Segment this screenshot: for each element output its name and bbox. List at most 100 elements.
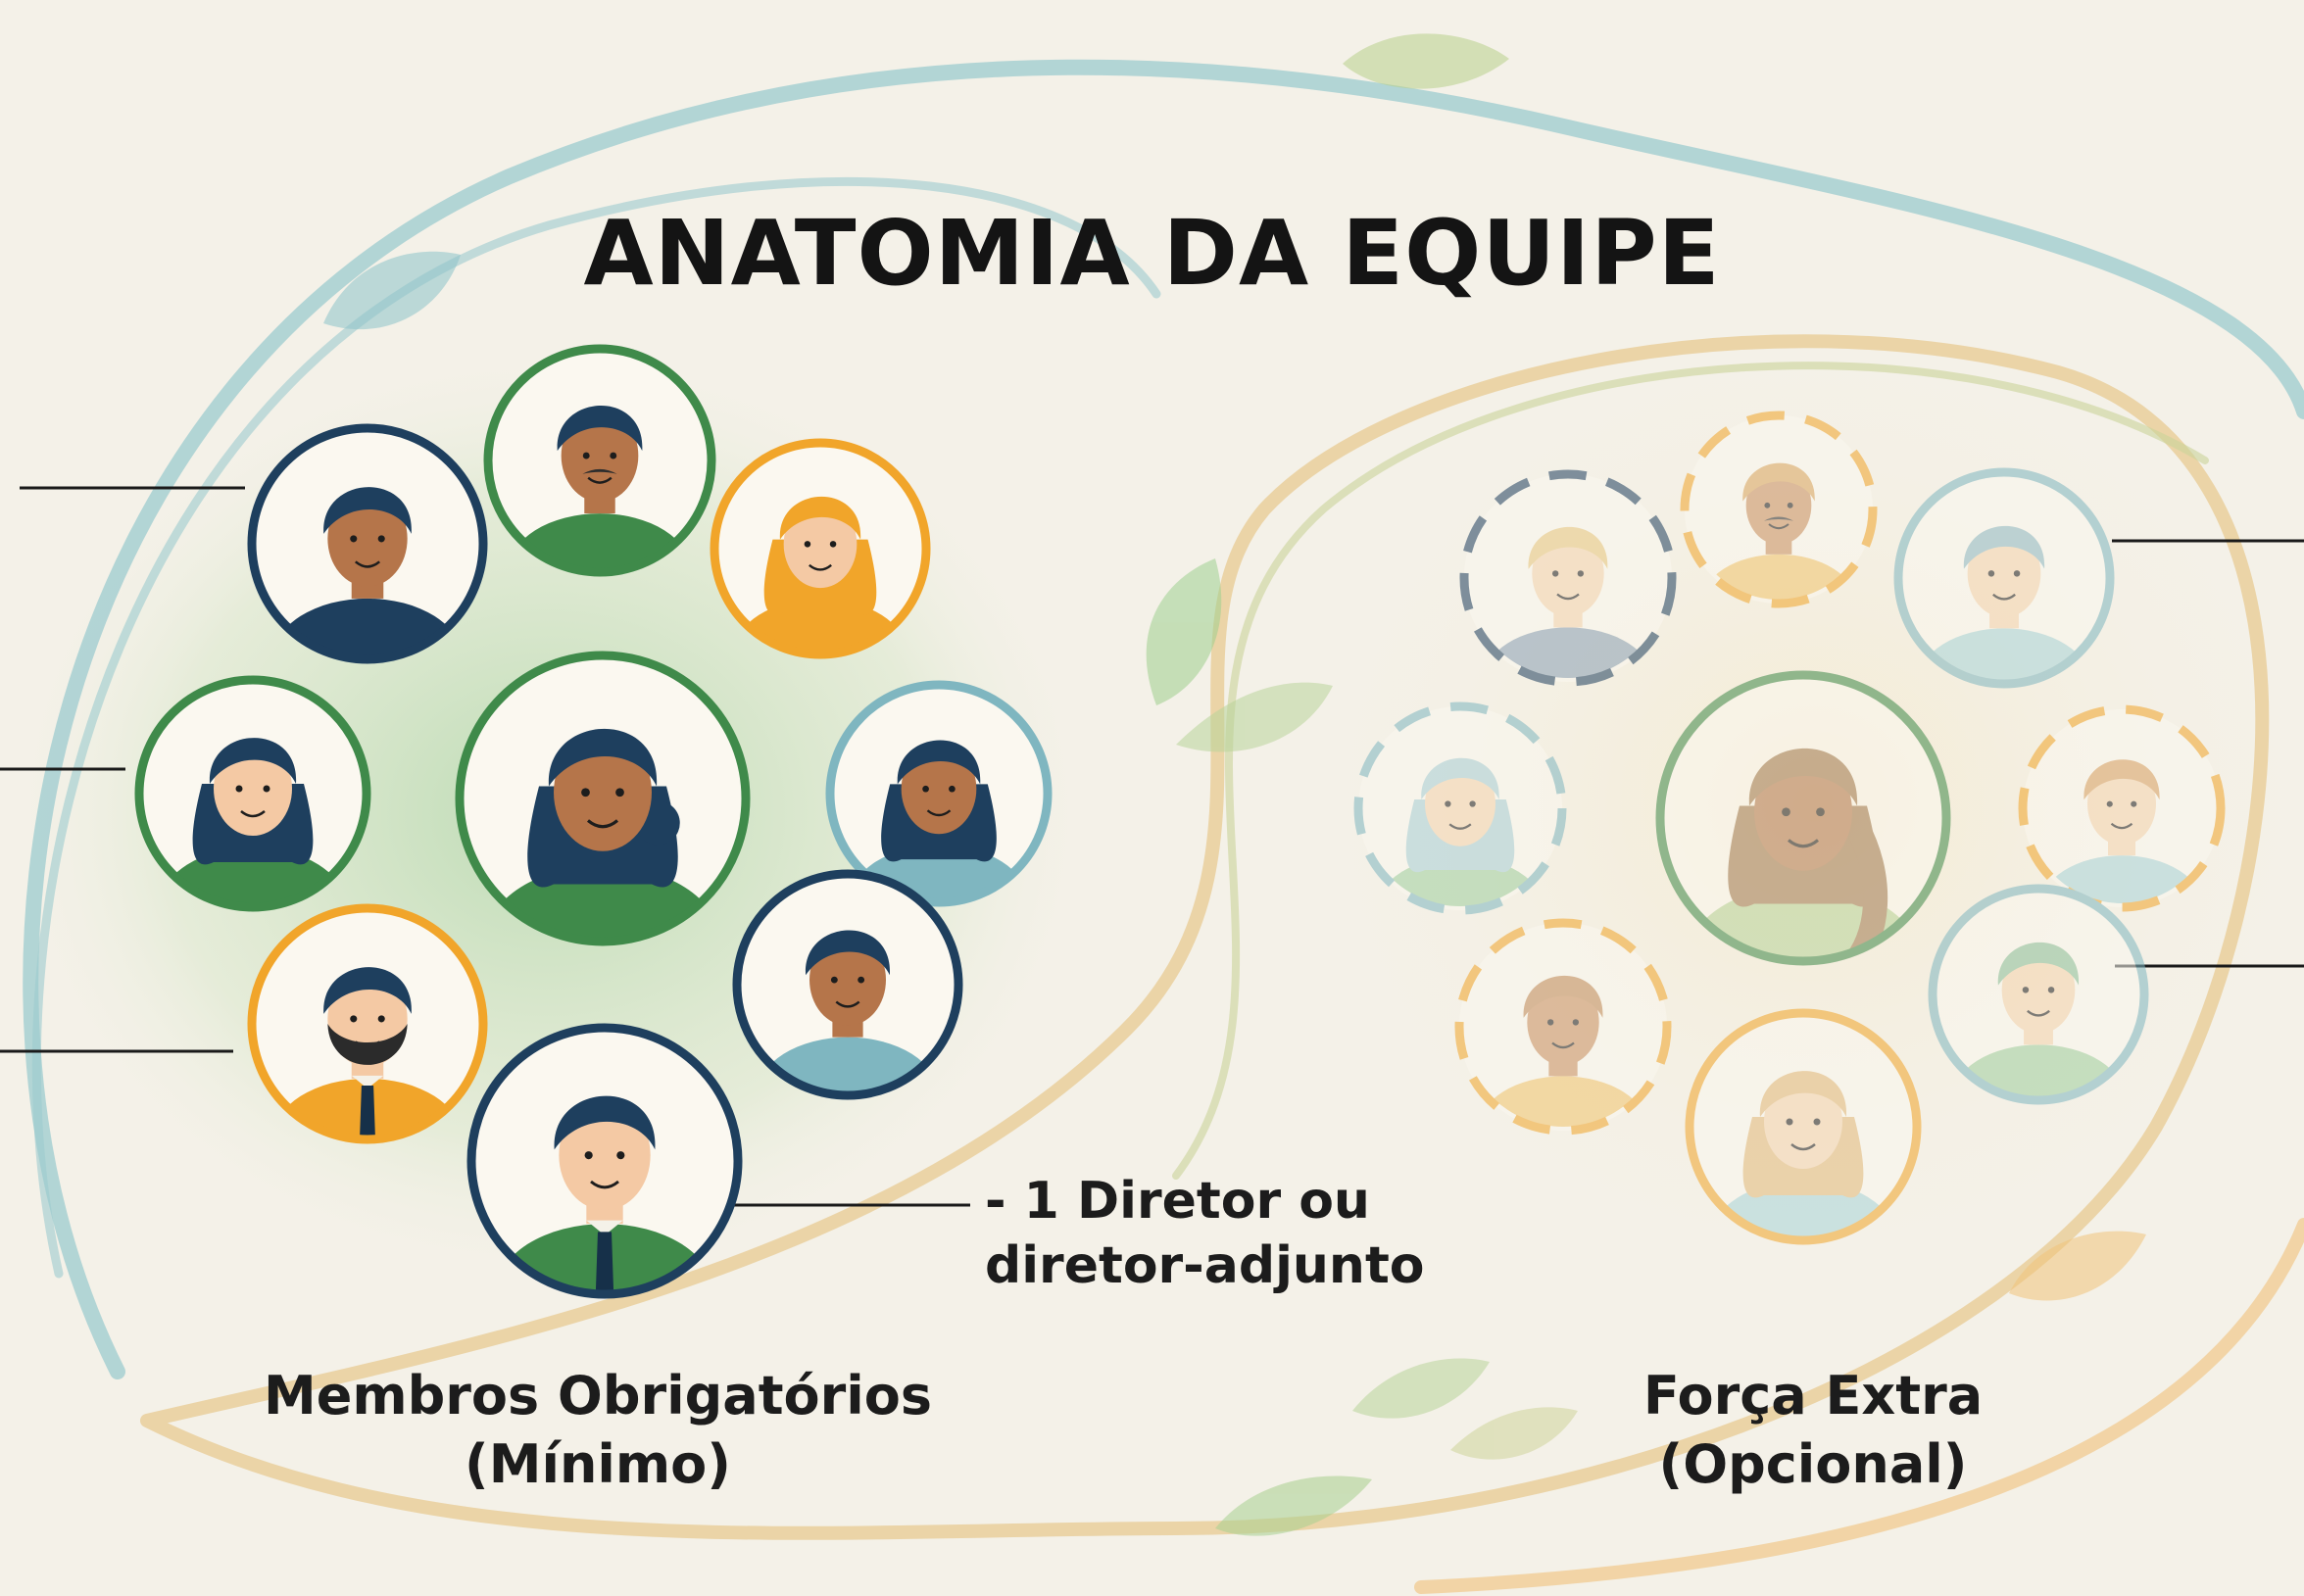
- avatar-face: [1764, 1075, 1842, 1169]
- avatar-ring: [1459, 469, 1677, 687]
- avatar-hair: [209, 738, 297, 784]
- callout-line-1: - 1 Diretor ou: [985, 1172, 1370, 1231]
- avatar-shirt: [160, 847, 346, 903]
- avatar-hair: [1963, 525, 2045, 569]
- optional-avatar-opt-man-teal: [1893, 467, 2115, 689]
- avatar-shirt: [486, 865, 719, 938]
- avatar-ring: [1685, 1008, 1922, 1245]
- avatar-hair: [323, 967, 412, 1014]
- avatar-face: [327, 491, 408, 587]
- avatar-ring: [247, 903, 488, 1144]
- avatar-ring: [247, 423, 488, 664]
- avatar-shirt: [1477, 1076, 1649, 1127]
- required-avatar-man-navy-1: [247, 423, 488, 664]
- required-members-label: Membros Obrigatórios (Mínimo): [225, 1362, 970, 1499]
- avatar-ring: [483, 344, 716, 577]
- optional-avatar-opt-woman-center: [1655, 670, 1951, 966]
- avatar-shirt: [1710, 1181, 1896, 1236]
- avatar-ring: [710, 438, 931, 659]
- avatar-ring: [1680, 411, 1878, 608]
- leader-lines: [0, 486, 2304, 1207]
- optional-avatar-opt-man-mustache: [1680, 411, 1878, 608]
- required-avatar-man-mustache: [483, 344, 716, 577]
- avatar-ring: [1353, 701, 1567, 915]
- avatar-ring: [1454, 918, 1672, 1136]
- avatar-hair: [557, 406, 643, 452]
- avatar-face: [809, 934, 886, 1026]
- avatar-shirt: [1482, 627, 1654, 678]
- avatar-face: [559, 1100, 651, 1211]
- avatar-face: [1754, 752, 1852, 871]
- avatar-hair: [1759, 1071, 1847, 1117]
- avatar-shirt: [849, 845, 1029, 898]
- avatar-hair: [2083, 759, 2160, 800]
- required-avatar-man-teal-shirt: [732, 869, 963, 1100]
- avatar-hair: [1528, 526, 1608, 569]
- avatar-ring: [1893, 467, 2115, 689]
- avatar-ring: [732, 869, 963, 1100]
- avatar-ring: [1655, 670, 1951, 966]
- avatar-face: [1967, 529, 2041, 618]
- avatar-shirt: [757, 1037, 939, 1091]
- avatar-hair: [1997, 942, 2080, 986]
- avatar-ring: [455, 651, 751, 946]
- avatar-hair: [1748, 748, 1858, 806]
- avatar-hair: [897, 740, 981, 785]
- optional-avatar-opt-man-brown: [1454, 918, 1672, 1136]
- avatar-hair: [805, 930, 891, 976]
- avatar-face: [1745, 465, 1812, 545]
- avatar-face: [2087, 762, 2156, 846]
- required-avatar-man-beard-tie: [247, 903, 488, 1144]
- avatar-face: [1532, 530, 1604, 617]
- required-label-name: Membros Obrigatórios: [263, 1365, 933, 1427]
- avatar-face: [901, 744, 977, 835]
- director-callout: - 1 Diretor ou diretor-adjunto: [985, 1169, 1425, 1298]
- avatar-shirt: [1376, 856, 1544, 906]
- required-members-group: [134, 344, 1053, 1299]
- required-avatar-woman-long-dark: [134, 675, 371, 912]
- optional-members-group: [1353, 411, 2226, 1245]
- required-avatar-woman-teal: [825, 680, 1053, 907]
- optional-avatar-opt-woman-long: [1685, 1008, 1922, 1245]
- avatar-shirt: [496, 1224, 713, 1290]
- avatar-face: [214, 742, 292, 836]
- avatar-shirt: [272, 1078, 463, 1136]
- avatar-face: [783, 500, 858, 589]
- avatar-face: [1527, 979, 1599, 1066]
- avatar-face: [1425, 761, 1495, 846]
- avatar-face: [554, 733, 652, 851]
- optional-label-qualifier: (Opcional): [1658, 1433, 1968, 1495]
- avatar-hair: [1523, 975, 1603, 1018]
- avatar-ring: [1928, 884, 2149, 1105]
- required-label-qualifier: (Mínimo): [465, 1433, 731, 1495]
- required-avatar-woman-blonde: [710, 438, 931, 659]
- avatar-face: [2001, 945, 2076, 1035]
- callout-line-2: diretor-adjunto: [985, 1236, 1425, 1295]
- avatar-ring: [134, 675, 371, 912]
- optional-label-name: Força Extra: [1642, 1365, 1984, 1427]
- avatar-hair: [323, 487, 412, 534]
- avatar-hair: [1421, 757, 1499, 799]
- required-avatar-man-director: [466, 1023, 743, 1299]
- avatar-shirt: [272, 598, 463, 655]
- optional-members-label: Força Extra (Opcional): [1548, 1362, 2078, 1499]
- avatar-hair: [554, 1095, 656, 1150]
- optional-avatar-opt-man-green: [1928, 884, 2149, 1105]
- avatar-shirt: [1951, 1044, 2126, 1096]
- optional-avatar-opt-man-1: [1459, 469, 1677, 687]
- page-title: ANATOMIA DA EQUIPE: [583, 201, 1721, 306]
- required-avatar-woman-center-bun: [455, 651, 751, 946]
- avatar-ring: [2018, 704, 2226, 912]
- avatar-hair: [548, 728, 658, 787]
- avatar-face: [561, 409, 639, 503]
- leaves-decoration: [323, 33, 2146, 1536]
- avatar-ring: [466, 1023, 743, 1299]
- optional-avatar-opt-man-orange: [2018, 704, 2226, 912]
- avatar-hair: [1742, 462, 1815, 502]
- avatar-shirt: [508, 513, 692, 568]
- avatar-shirt: [2039, 855, 2204, 903]
- optional-avatar-opt-woman-teal: [1353, 701, 1567, 915]
- avatar-shirt: [733, 599, 907, 651]
- avatar-shirt: [1700, 554, 1857, 600]
